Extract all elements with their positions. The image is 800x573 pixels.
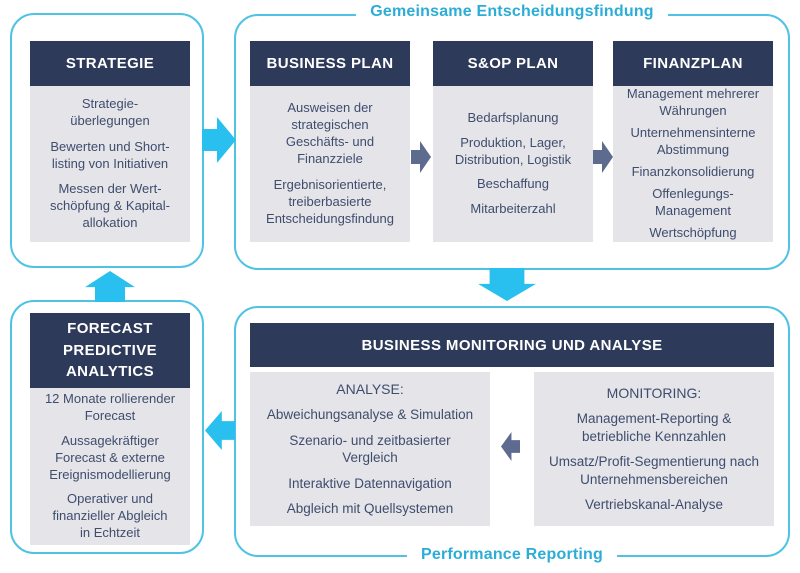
forecast-item: 12 Monate rollierender Forecast [44, 390, 176, 423]
arrow-right-icon [202, 117, 236, 163]
finanzplan-header: FINANZPLAN [613, 41, 773, 86]
sop-plan-body: Bedarfsplanung Produktion, Lager, Distri… [433, 86, 593, 242]
planning-container: BUSINESS PLAN Ausweisen der strategische… [234, 14, 790, 270]
forecast-header: FORECAST PREDICTIVE ANALYTICS [30, 313, 190, 388]
business-plan-body: Ausweisen der strategischen Geschäfts- u… [250, 86, 410, 242]
analyse-item: Abweichungsanalyse & Simulation [266, 407, 474, 423]
monitoring-item: Management-Reporting & betriebliche Kenn… [576, 411, 732, 444]
forecast-body: 12 Monate rollierender Forecast Aussagek… [30, 388, 190, 545]
finanzplan-item: Offenlegungs- Management [652, 185, 734, 218]
strategie-header: STRATEGIE [30, 41, 190, 86]
monitoring-heading: MONITORING: [606, 385, 702, 402]
business-plan-item: Ausweisen der strategischen Geschäfts- u… [285, 100, 375, 167]
analyse-column: ANALYSE: Abweichungsanalyse & Simulation… [250, 372, 490, 526]
business-plan-header: BUSINESS PLAN [250, 41, 410, 86]
sop-plan-item: Bedarfsplanung [467, 109, 559, 125]
forecast-item: Aussagekräftiger Forecast & externe Erei… [49, 432, 171, 482]
monitoring-item: Umsatz/Profit-Segmentierung nach Unterne… [548, 454, 760, 487]
finanzplan-body: Management mehrerer Währungen Unternehme… [613, 86, 773, 242]
monitoring-column: MONITORING: Management-Reporting & betri… [534, 372, 774, 526]
finanzplan-item: Finanzkonsolidierung [631, 164, 755, 179]
strategie-container: STRATEGIE Strategie- überlegungen Bewert… [10, 13, 204, 268]
finanzplan-item: Management mehrerer Währungen [626, 86, 760, 119]
finanzplan-item: Wertschöpfung [649, 224, 737, 240]
forecast-item: Operativer und finanzieller Abgleich in … [52, 491, 168, 541]
arrow-up-icon [85, 271, 135, 302]
sop-plan-item: Produktion, Lager, Distribution, Logisti… [454, 134, 572, 167]
strategie-item: Bewerten und Short- listing von Initiati… [50, 138, 170, 171]
sop-plan-header: S&OP PLAN [433, 41, 593, 86]
monitoring-analyse-header: BUSINESS MONITORING UND ANALYSE [250, 323, 774, 367]
analyse-heading: ANALYSE: [336, 381, 404, 398]
forecast-container: FORECAST PREDICTIVE ANALYTICS 12 Monate … [10, 300, 204, 554]
monitoring-item: Vertriebskanal-Analyse [584, 497, 724, 513]
finanzplan-item: Unternehmensinterne Abstimmung [630, 125, 756, 158]
strategie-item: Messen der Wert- schöpfung & Kapital- al… [50, 181, 170, 231]
strategie-item: Strategie- überlegungen [70, 95, 150, 128]
business-plan-item: Ergebnisorientierte, treiberbasierte Ent… [266, 176, 394, 226]
sop-plan-item: Beschaffung [476, 176, 550, 192]
analyse-item: Szenario- und zeitbasierter Vergleich [289, 432, 451, 466]
arrow-left-icon [205, 411, 235, 450]
strategie-body: Strategie- überlegungen Bewerten und Sho… [30, 86, 190, 242]
analyse-item: Abgleich mit Quellsystemen [286, 501, 454, 517]
arrow-down-icon [478, 268, 536, 301]
monitoring-analyse-container: BUSINESS MONITORING UND ANALYSE ANALYSE:… [234, 306, 790, 557]
analyse-item: Interaktive Datennavigation [288, 475, 452, 491]
sop-plan-item: Mitarbeiterzahl [470, 201, 556, 217]
